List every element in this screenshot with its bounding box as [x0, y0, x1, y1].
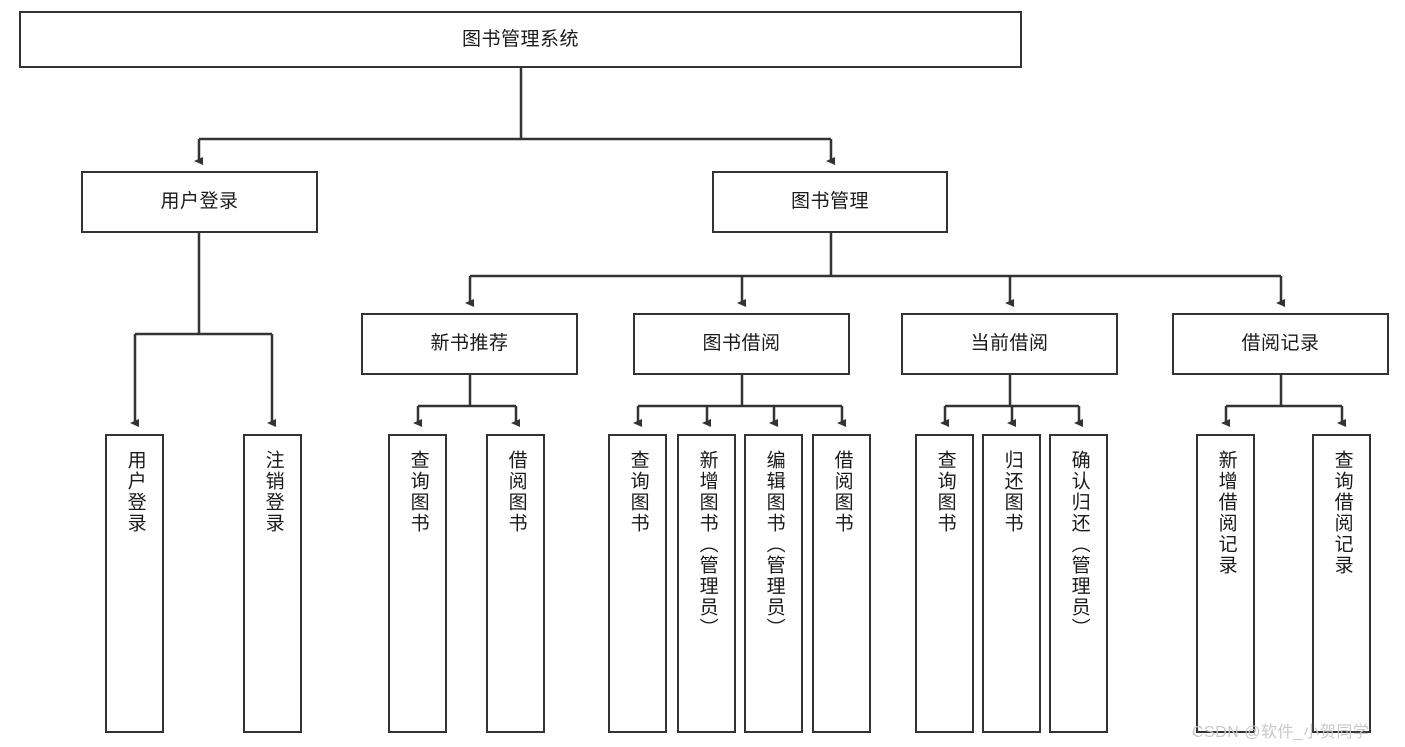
node-current-borrow-label: 当前借阅	[970, 333, 1049, 355]
leaf-borrow-books-recommend-label: 借阅图书	[505, 450, 527, 534]
leaf-query-books-recommend[interactable]: 查询图书	[388, 434, 447, 733]
node-current-borrow[interactable]: 当前借阅	[901, 313, 1118, 375]
leaf-add-book-admin[interactable]: 新增图书（管理员）	[677, 434, 736, 733]
node-new-book-recommend[interactable]: 新书推荐	[361, 313, 578, 375]
node-user-login-label: 用户登录	[160, 191, 239, 213]
node-user-login[interactable]: 用户登录	[81, 171, 318, 233]
leaf-return-books-label: 归还图书	[1001, 450, 1023, 534]
leaf-confirm-return-admin-label: 确认归还（管理员）	[1068, 450, 1090, 639]
leaf-logout[interactable]: 注销登录	[243, 434, 302, 733]
node-root-label: 图书管理系统	[461, 28, 579, 50]
leaf-add-book-admin-label: 新增图书（管理员）	[696, 450, 718, 639]
leaf-borrow-books-recommend[interactable]: 借阅图书	[486, 434, 545, 733]
node-new-book-recommend-label: 新书推荐	[430, 333, 509, 355]
leaf-query-borrow-record-label: 查询借阅记录	[1331, 450, 1353, 576]
leaf-add-borrow-record[interactable]: 新增借阅记录	[1196, 434, 1255, 733]
node-borrow-record-label: 借阅记录	[1241, 333, 1320, 355]
leaf-return-books[interactable]: 归还图书	[982, 434, 1041, 733]
node-borrow-record[interactable]: 借阅记录	[1172, 313, 1389, 375]
leaf-query-books-borrow-label: 查询图书	[627, 450, 649, 534]
leaf-user-login-label: 用户登录	[124, 450, 146, 534]
leaf-borrow-books-label: 借阅图书	[831, 450, 853, 534]
csdn-watermark: CSDN @软件_小贺同学	[1192, 724, 1370, 741]
leaf-query-books-borrow[interactable]: 查询图书	[608, 434, 667, 733]
leaf-borrow-books[interactable]: 借阅图书	[812, 434, 871, 733]
leaf-query-books-current[interactable]: 查询图书	[915, 434, 974, 733]
node-book-management-label: 图书管理	[790, 191, 869, 213]
leaf-user-login[interactable]: 用户登录	[105, 434, 164, 733]
leaf-query-borrow-record[interactable]: 查询借阅记录	[1312, 434, 1371, 733]
node-book-management[interactable]: 图书管理	[712, 171, 948, 233]
leaf-add-borrow-record-label: 新增借阅记录	[1215, 450, 1237, 576]
node-root[interactable]: 图书管理系统	[19, 11, 1022, 68]
node-book-borrow[interactable]: 图书借阅	[633, 313, 850, 375]
leaf-logout-label: 注销登录	[262, 450, 284, 534]
leaf-query-books-current-label: 查询图书	[934, 450, 956, 534]
leaf-query-books-recommend-label: 查询图书	[407, 450, 429, 534]
leaf-edit-book-admin[interactable]: 编辑图书（管理员）	[744, 434, 803, 733]
leaf-edit-book-admin-label: 编辑图书（管理员）	[763, 450, 785, 639]
leaf-confirm-return-admin[interactable]: 确认归还（管理员）	[1049, 434, 1108, 733]
node-book-borrow-label: 图书借阅	[702, 333, 781, 355]
